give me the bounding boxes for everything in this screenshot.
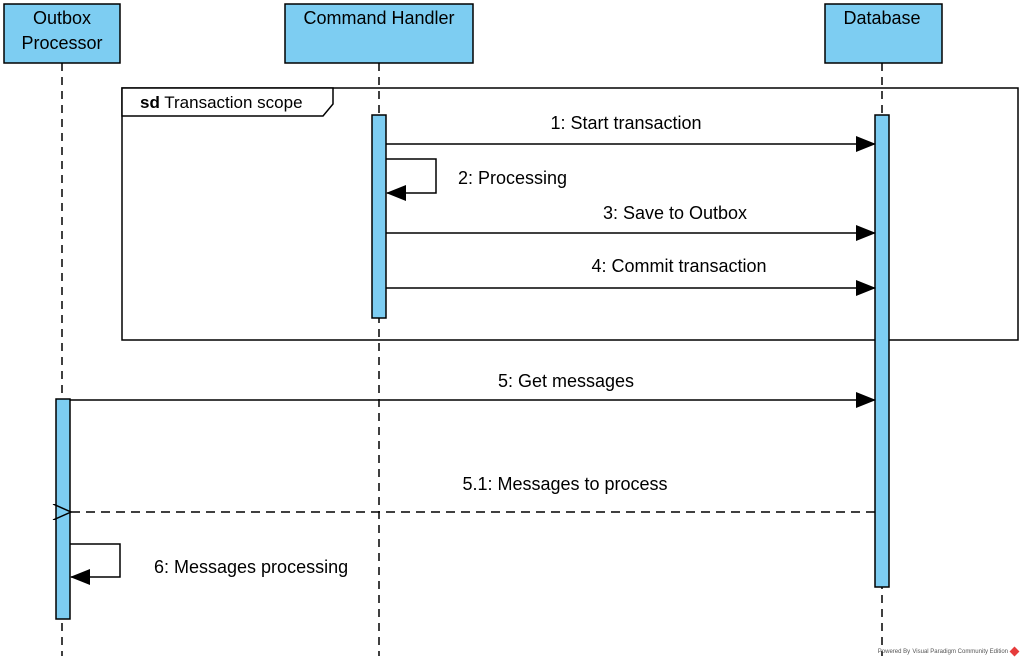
message-label: 5: Get messages	[498, 371, 634, 391]
frame-label: sd Transaction scope	[140, 93, 303, 112]
message-3[interactable]: 3: Save to Outbox	[386, 203, 875, 233]
frame-title: Transaction scope	[164, 93, 302, 112]
watermark-text: Powered By Visual Paradigm Community Edi…	[878, 647, 1008, 655]
message-label: 4: Commit transaction	[591, 256, 766, 276]
participant-outbox-processor[interactable]: Outbox Processor	[4, 4, 120, 63]
activation-database	[875, 115, 889, 587]
message-2-self[interactable]: 2: Processing	[386, 159, 567, 193]
frame-keyword: sd	[140, 93, 160, 112]
participant-name-line1: Outbox	[33, 8, 91, 28]
activation-command-handler	[372, 115, 386, 318]
message-4[interactable]: 4: Commit transaction	[386, 256, 875, 288]
activation-outbox-processor	[56, 399, 70, 619]
message-label: 3: Save to Outbox	[603, 203, 747, 223]
message-6-self[interactable]: 6: Messages processing	[70, 544, 348, 577]
participant-database[interactable]: Database	[825, 4, 942, 63]
participant-command-handler[interactable]: Command Handler	[285, 4, 473, 63]
message-1[interactable]: 1: Start transaction	[386, 113, 875, 144]
message-label: 5.1: Messages to process	[462, 474, 667, 494]
message-label: 6: Messages processing	[154, 557, 348, 577]
message-5-1-return[interactable]: 5.1: Messages to process	[71, 474, 875, 512]
participant-name: Command Handler	[303, 8, 454, 28]
participant-name-line2: Processor	[21, 33, 102, 53]
participant-name: Database	[843, 8, 920, 28]
message-label: 1: Start transaction	[550, 113, 701, 133]
message-label: 2: Processing	[458, 168, 567, 188]
message-5[interactable]: 5: Get messages	[70, 371, 875, 400]
